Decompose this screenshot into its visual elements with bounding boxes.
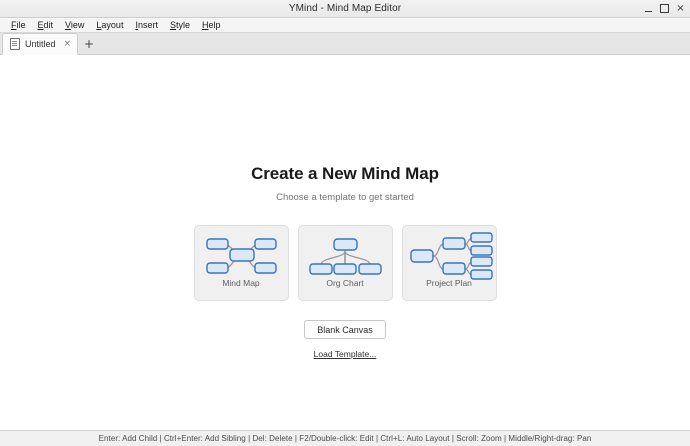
menu-mnemonic: F xyxy=(11,19,17,30)
maximize-button[interactable] xyxy=(660,4,669,13)
menu-item-file[interactable]: File xyxy=(5,19,32,32)
title-bar: YMind - Mind Map Editor × xyxy=(0,0,690,18)
template-name: Mind Map xyxy=(222,278,260,288)
menu-mnemonic: S xyxy=(169,19,176,30)
project-plan-thumbnail-icon xyxy=(409,232,493,280)
window-title: YMind - Mind Map Editor xyxy=(288,3,402,14)
window-controls: × xyxy=(644,0,685,17)
new-tab-button[interactable]: + xyxy=(84,37,95,51)
tab-close-icon[interactable]: × xyxy=(63,38,72,49)
template-card-org-chart[interactable]: Org Chart xyxy=(297,225,393,301)
menu-bar: File Edit View Layout Insert Style Help xyxy=(0,18,690,33)
close-button[interactable]: × xyxy=(676,3,685,14)
tab-label: Untitled xyxy=(25,39,56,49)
template-card-mind-map[interactable]: Mind Map xyxy=(193,225,289,301)
menu-item-help[interactable]: Help xyxy=(196,19,227,32)
menu-item-style[interactable]: Style xyxy=(164,19,196,32)
menu-item-edit[interactable]: Edit xyxy=(32,19,60,32)
menu-mnemonic: L xyxy=(96,19,102,30)
minimize-button[interactable] xyxy=(644,4,653,13)
blank-canvas-button[interactable]: Blank Canvas xyxy=(304,320,386,339)
menu-item-view[interactable]: View xyxy=(59,19,90,32)
template-name: Project Plan xyxy=(426,278,472,288)
menu-item-insert[interactable]: Insert xyxy=(129,19,164,32)
menu-rest: elp xyxy=(208,19,221,30)
status-bar: Enter: Add Child | Ctrl+Enter: Add Sibli… xyxy=(0,430,690,446)
menu-mnemonic: H xyxy=(202,19,209,30)
page-title: Create a New Mind Map xyxy=(251,164,439,183)
menu-mnemonic: I xyxy=(135,19,138,30)
menu-item-layout[interactable]: Layout xyxy=(90,19,129,32)
minimize-icon xyxy=(645,5,652,12)
document-icon xyxy=(10,38,20,50)
mind-map-thumbnail-icon xyxy=(205,238,277,274)
maximize-icon xyxy=(660,4,669,13)
canvas-area[interactable]: Create a New Mind Map Choose a template … xyxy=(0,55,690,430)
menu-rest: tyle xyxy=(176,19,191,30)
menu-rest: nsert xyxy=(137,19,158,30)
load-template-link[interactable]: Load Template... xyxy=(313,349,377,359)
template-list: Mind Map Org Chart xyxy=(193,225,497,301)
tab-bar: Untitled × + xyxy=(0,33,690,55)
menu-rest: dit xyxy=(43,19,54,30)
template-name: Org Chart xyxy=(326,278,364,288)
menu-mnemonic: V xyxy=(65,19,71,30)
menu-rest: ayout xyxy=(101,19,124,30)
org-chart-thumbnail-icon xyxy=(308,238,382,275)
menu-rest: ile xyxy=(16,19,26,30)
status-shortcuts-text: Enter: Add Child | Ctrl+Enter: Add Sibli… xyxy=(98,434,592,443)
template-card-project-plan[interactable]: Project Plan xyxy=(401,225,497,301)
menu-rest: iew xyxy=(70,19,85,30)
tab-untitled[interactable]: Untitled × xyxy=(2,33,79,55)
menu-mnemonic: E xyxy=(37,19,44,30)
page-subtitle: Choose a template to get started xyxy=(276,192,414,203)
welcome-panel: Create a New Mind Map Choose a template … xyxy=(0,164,690,359)
